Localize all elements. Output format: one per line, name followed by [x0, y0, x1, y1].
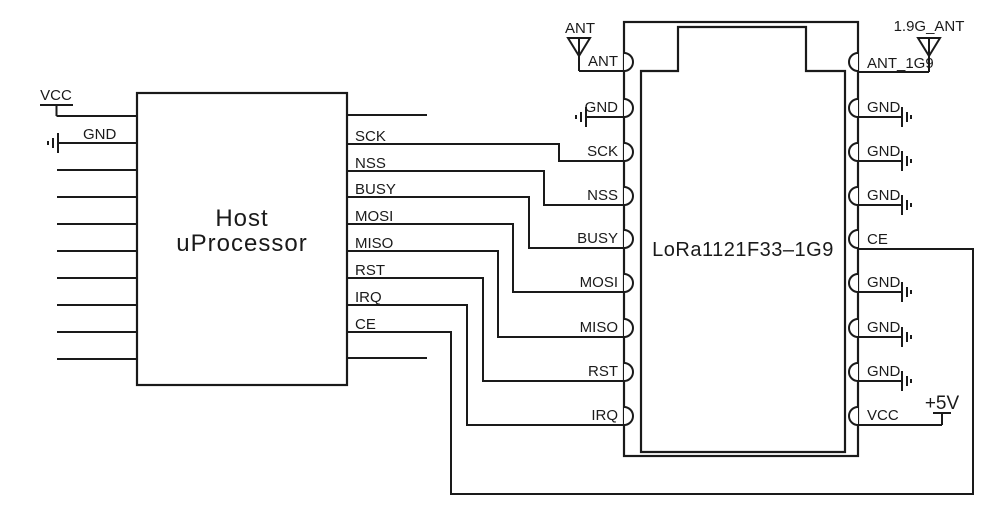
pin-bump [848, 273, 859, 293]
module-pin-sck: SCK [587, 143, 618, 160]
ground-symbol [901, 282, 912, 302]
pin-bump [623, 186, 634, 206]
host-right-pin-labels: SCK NSS BUSY MOSI MISO RST IRQ CE [355, 128, 396, 333]
pin-bump [623, 229, 634, 249]
module-pin-gnd: GND [867, 143, 901, 160]
module-pin-vcc: VCC [867, 407, 899, 424]
antenna-left-label: ANT [565, 20, 595, 37]
module-right-gnd-5 [858, 327, 912, 347]
host-left-stub-pins [57, 169, 137, 360]
module-right-pin-labels: ANT_1G9 GND GND GND CE GND GND GND VCC [867, 55, 934, 424]
module-pin-ant: ANT [588, 53, 618, 70]
pin-bump [848, 318, 859, 338]
module-pin-ce: CE [867, 231, 888, 248]
module-vcc-supply: +5V [858, 393, 960, 426]
ground-symbol [901, 151, 912, 171]
pin-bump [623, 52, 634, 72]
module-pin-nss: NSS [587, 187, 618, 204]
module-pin-gnd: GND [867, 99, 901, 116]
module-pin-miso: MISO [580, 319, 618, 336]
host-title-line1: Host [215, 205, 268, 232]
pin-bump [848, 98, 859, 118]
plus5v-label: +5V [925, 393, 960, 414]
module-pin-mosi: MOSI [580, 274, 618, 291]
host-pin-nss: NSS [355, 155, 386, 172]
wire-miso [347, 250, 624, 338]
module-right-gnd-3 [858, 195, 912, 215]
host-processor-box [135, 91, 349, 387]
module-left-pin-labels: ANT GND SCK NSS BUSY MOSI MISO RST IRQ [577, 53, 618, 424]
module-pin-gnd: GND [867, 274, 901, 291]
pin-bump [848, 52, 859, 72]
pin-bump [848, 229, 859, 249]
pin-bump [623, 318, 634, 338]
vcc-label: VCC [40, 87, 72, 104]
pin-bump [848, 186, 859, 206]
host-pin-irq: IRQ [355, 289, 382, 306]
module-right-gnd-2 [858, 151, 912, 171]
module-pin-irq: IRQ [591, 407, 618, 424]
lora-module-pcb-outline [639, 25, 847, 454]
ground-symbol [901, 327, 912, 347]
pin-bump [623, 142, 634, 162]
wire-mosi [347, 223, 624, 293]
host-pin-mosi: MOSI [355, 208, 393, 225]
pin-bump [623, 273, 634, 293]
wire-busy [347, 196, 624, 249]
wire-sck [347, 143, 624, 162]
module-pin-gnd: GND [585, 99, 619, 116]
host-vcc-supply: VCC [40, 87, 137, 117]
module-right-pin-bumps [848, 52, 859, 426]
module-pin-rst: RST [588, 363, 618, 380]
wire-irq [347, 304, 624, 426]
lora-module-name: LoRa1121F33–1G9 [652, 239, 834, 261]
module-pin-gnd: GND [867, 363, 901, 380]
pin-bump [848, 362, 859, 382]
pin-bump [623, 362, 634, 382]
host-pin-busy: BUSY [355, 181, 396, 198]
antenna-right-label: 1.9G_ANT [894, 18, 965, 35]
host-pin-miso: MISO [355, 235, 393, 252]
host-pin-ce: CE [355, 316, 376, 333]
module-right-gnd-6 [858, 371, 912, 391]
wire-ce [347, 248, 974, 495]
pin-bump [848, 406, 859, 426]
module-right-gnd-4 [858, 282, 912, 302]
pin-bump [623, 98, 634, 118]
module-left-pin-bumps [623, 52, 634, 426]
ground-symbol [901, 195, 912, 215]
antenna-icon [916, 37, 942, 58]
ground-symbol [47, 133, 59, 153]
module-right-gnd-1 [858, 107, 912, 127]
host-pin-sck: SCK [355, 128, 386, 145]
host-title-line2: uProcessor [176, 230, 307, 257]
ground-symbol [901, 371, 912, 391]
module-ant-pin: ANT [565, 20, 624, 72]
pin-bump [623, 406, 634, 426]
wire-rst [347, 277, 624, 382]
module-pin-ant-1g9: ANT_1G9 [867, 55, 934, 72]
antenna-icon [566, 37, 592, 58]
ground-symbol [575, 107, 587, 127]
module-pin-busy: BUSY [577, 230, 618, 247]
ground-symbol [901, 107, 912, 127]
gnd-label: GND [83, 126, 117, 143]
host-gnd: GND [47, 126, 137, 153]
module-pin-gnd: GND [867, 319, 901, 336]
module-ant1g9-pin: 1.9G_ANT [858, 18, 965, 73]
module-left-gnd [575, 107, 624, 127]
wire-nss [347, 170, 624, 206]
module-pin-gnd: GND [867, 187, 901, 204]
pin-bump [848, 142, 859, 162]
host-pin-rst: RST [355, 262, 385, 279]
lora-module-outline [622, 20, 860, 458]
